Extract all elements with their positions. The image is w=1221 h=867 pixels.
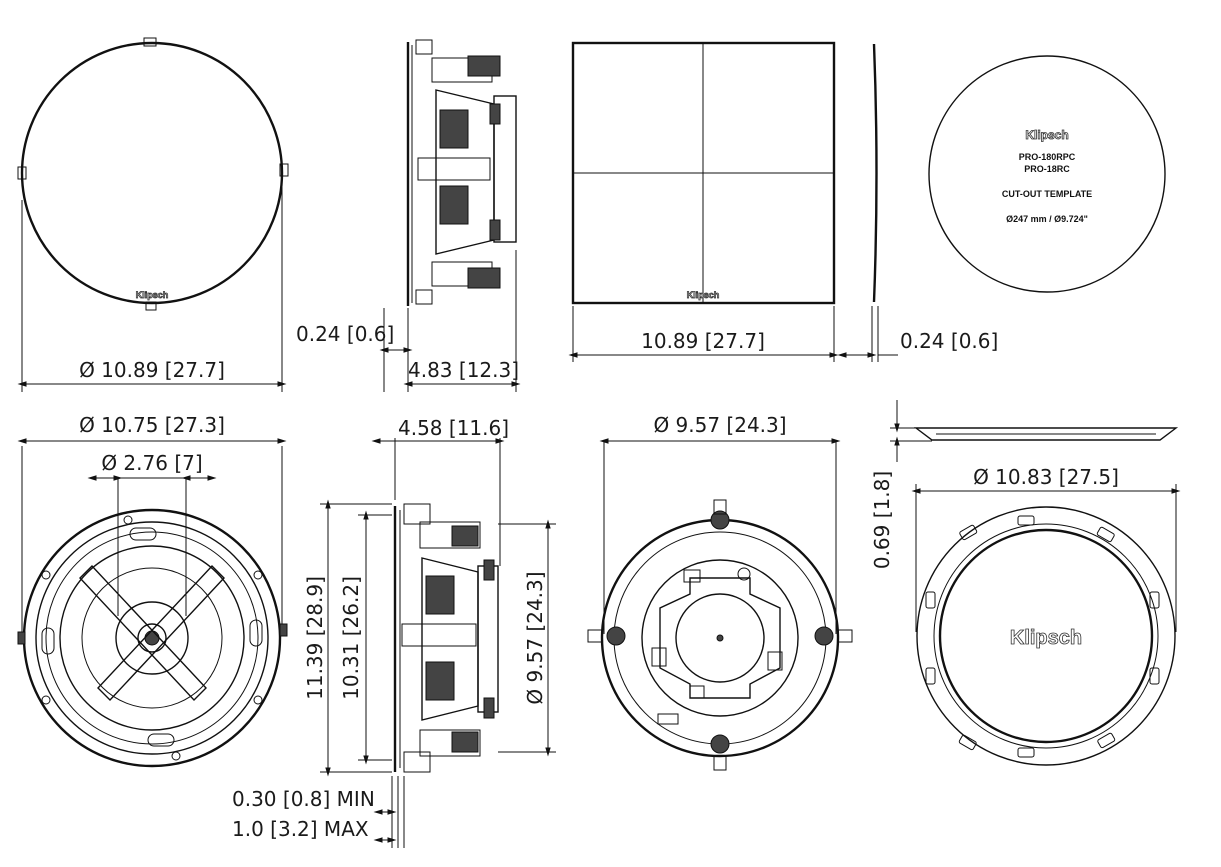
tweeter-diameter-label: Ø 2.76 [7] bbox=[101, 451, 202, 475]
front-grille-view: Klipsch Ø 10.89 [27.7] bbox=[17, 37, 289, 392]
grille-diameter-label: Ø 10.89 [27.7] bbox=[79, 358, 225, 382]
ring-logo: Klipsch bbox=[1010, 627, 1082, 649]
min-wall-label: 0.30 [0.8] MIN bbox=[232, 787, 375, 811]
side-depth-label: 4.83 [12.3] bbox=[408, 358, 519, 382]
front-no-grille-view: Ø 10.75 [27.3] Ø 2.76 [7] bbox=[17, 413, 288, 768]
grille-logo: Klipsch bbox=[136, 290, 169, 300]
inner-height-label: 10.31 [26.2] bbox=[339, 576, 363, 700]
square-grille-view: Klipsch 10.89 [27.7] 0.24 [0.6] bbox=[568, 41, 998, 362]
template-logo: Klipsch bbox=[1025, 128, 1068, 142]
outer-height-label: 11.39 [28.9] bbox=[303, 576, 327, 700]
template-title: CUT-OUT TEMPLATE bbox=[1002, 189, 1092, 199]
back-view: Ø 9.57 [24.3] bbox=[587, 413, 853, 771]
flange-thickness-label: 0.24 [0.6] bbox=[296, 322, 394, 346]
max-wall-label: 1.0 [3.2] MAX bbox=[232, 817, 369, 841]
template-size: Ø247 mm / Ø9.724" bbox=[1006, 214, 1088, 224]
template-model-1: PRO-180RPC bbox=[1019, 152, 1076, 162]
side-section-view: 0.24 [0.6] 4.83 [12.3] bbox=[296, 39, 521, 392]
ring-diameter-label: Ø 10.83 [27.5] bbox=[973, 465, 1119, 489]
template-model-2: PRO-18RC bbox=[1024, 164, 1070, 174]
cutout-diameter-label: Ø 9.57 [24.3] bbox=[523, 571, 547, 704]
square-logo: Klipsch bbox=[687, 290, 720, 300]
square-width-label: 10.89 [27.7] bbox=[641, 329, 765, 353]
trim-ring-view: 0.69 [1.8] Klipsch Ø 10.83 [27.5] bbox=[870, 400, 1181, 766]
side-detail-view: 4.58 [11.6] 11.39 [28.9] 10.31 [26.2] Ø … bbox=[232, 416, 556, 848]
back-diameter-label: Ø 9.57 [24.3] bbox=[653, 413, 786, 437]
detail-depth-label: 4.58 [11.6] bbox=[398, 416, 509, 440]
ring-height-label: 0.69 [1.8] bbox=[870, 471, 894, 569]
outer-diameter-label: Ø 10.75 [27.3] bbox=[79, 413, 225, 437]
cutout-template-view: Klipsch PRO-180RPC PRO-18RC CUT-OUT TEMP… bbox=[928, 55, 1166, 293]
square-thickness-label: 0.24 [0.6] bbox=[900, 329, 998, 353]
